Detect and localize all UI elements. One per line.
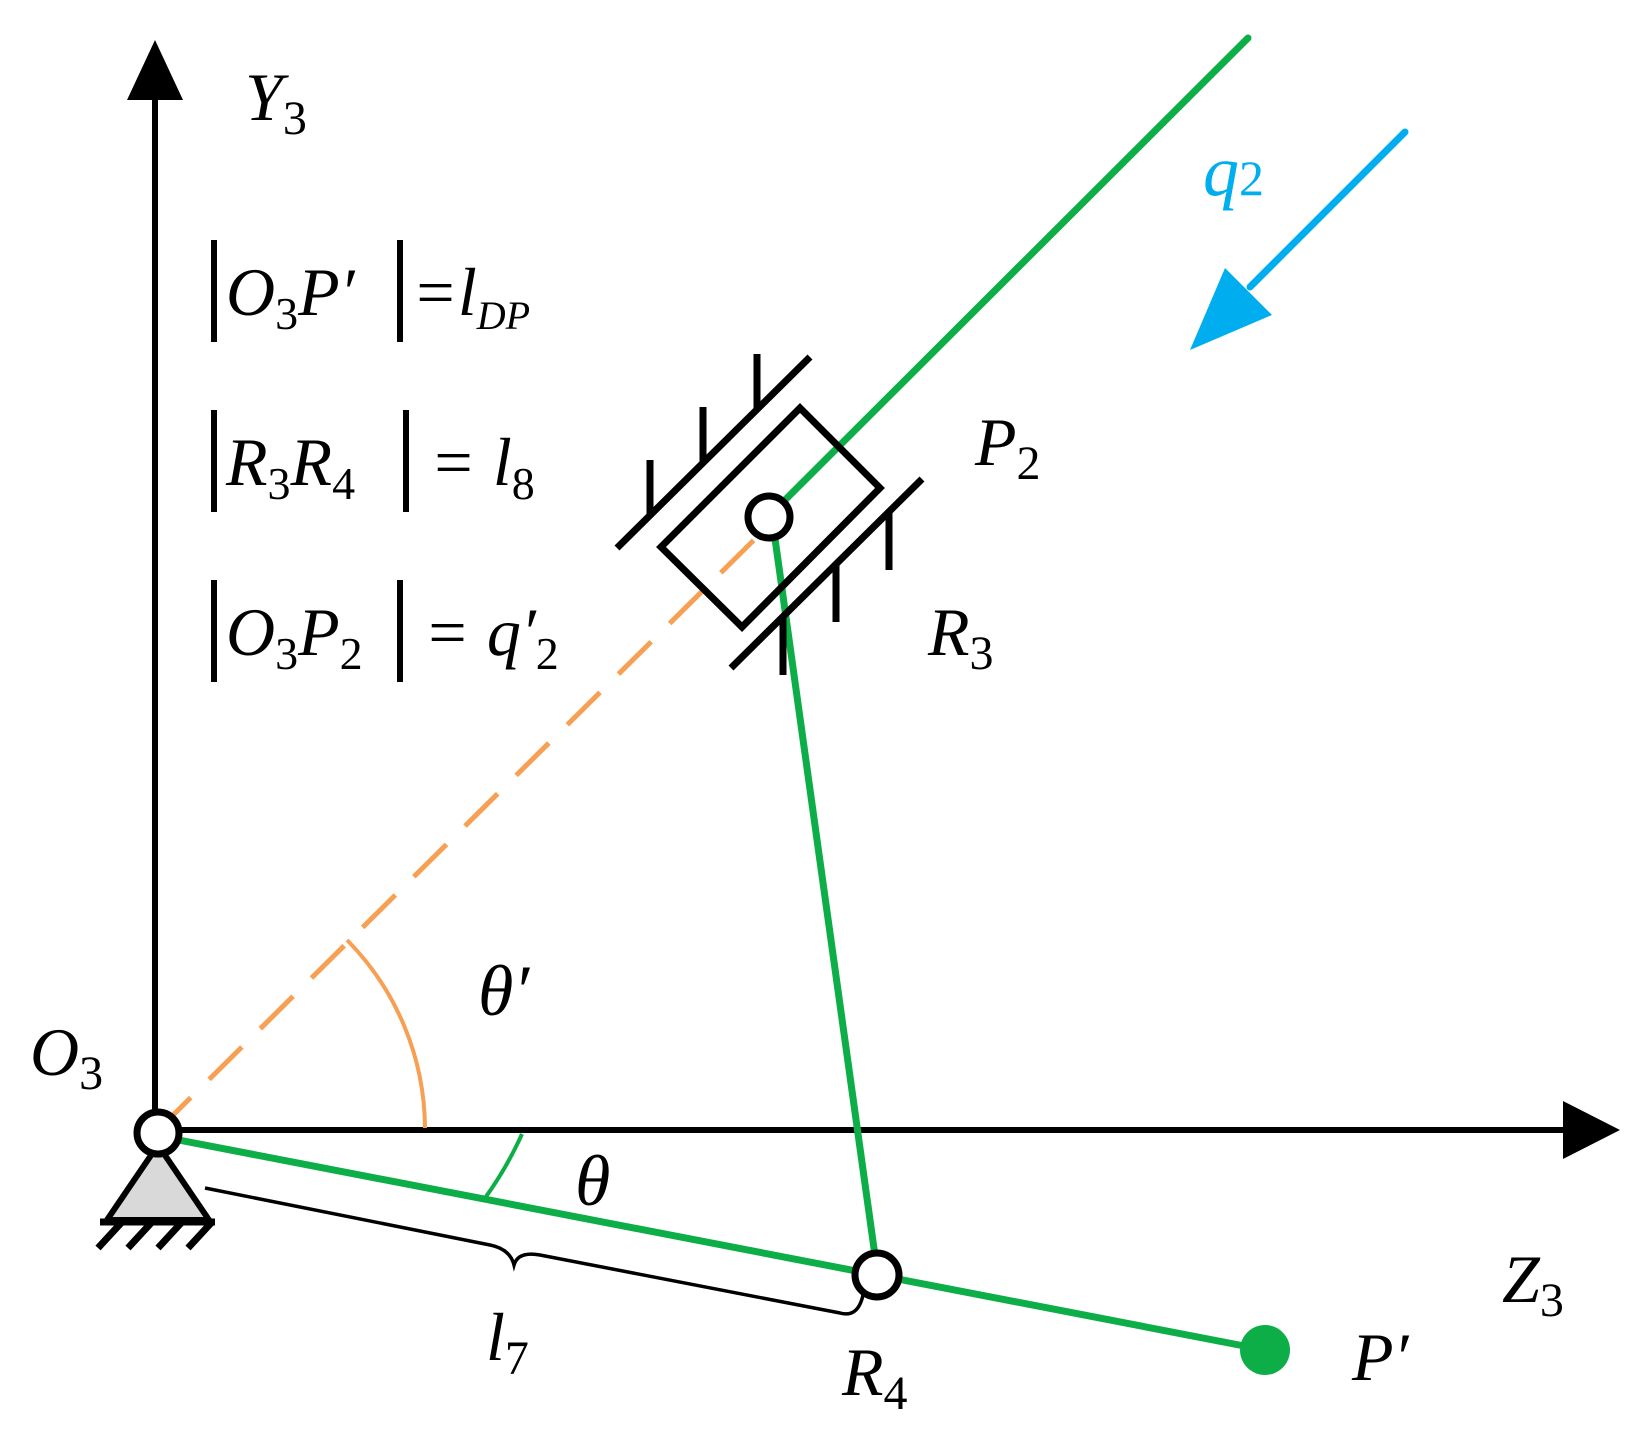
l7-label: l7: [486, 1299, 529, 1385]
theta-prime-label: θ′: [478, 951, 530, 1031]
theta-arc: [483, 1133, 524, 1200]
link-p2-r4: [768, 513, 881, 1274]
q2-arrow: [1190, 128, 1409, 350]
coordinate-axes: [127, 40, 1620, 1159]
svg-text:=lDP: =lDP: [412, 254, 530, 338]
formula-o3p-prime: O3P′ =lDP: [211, 240, 530, 342]
prismatic-guide: [614, 354, 925, 675]
svg-text:= l8: = l8: [430, 424, 535, 509]
point-p-prime: [1240, 1325, 1290, 1375]
z-axis-arrowhead: [1563, 1101, 1620, 1159]
theta-label: θ: [575, 1141, 610, 1221]
link-o3-p-prime: [154, 1132, 1269, 1354]
svg-text:O3P′: O3P′: [226, 254, 356, 339]
r4-label: R4: [841, 1334, 908, 1420]
r3-label: R3: [927, 594, 994, 680]
joint-p2: [744, 492, 794, 542]
guide-rail-upper: [614, 354, 813, 551]
joint-o3: [133, 1108, 183, 1158]
ground-support: [95, 1139, 215, 1251]
q2-arrowhead: [1190, 268, 1272, 350]
theta-prime-arc: [345, 938, 427, 1129]
p-prime-label: P′: [1351, 1319, 1410, 1395]
q2-label: q2: [1203, 131, 1264, 211]
formula-r3r4: R3R4 = l8: [211, 410, 535, 512]
origin-label: O3: [30, 1014, 103, 1100]
y-axis-arrowhead: [127, 40, 183, 100]
joint-r4: [851, 1249, 903, 1301]
svg-text:= q′2: = q′2: [424, 594, 559, 679]
y-axis-label: Y3: [245, 59, 307, 145]
slider-block: [656, 403, 885, 632]
prismatic-rod: [778, 34, 1252, 507]
svg-text:R3R4: R3R4: [225, 424, 355, 509]
formula-o3p2: O3P2 = q′2: [211, 580, 559, 682]
l7-dimension-brace: [204, 1186, 865, 1316]
p2-label: P2: [974, 404, 1041, 490]
guide-rail-lower: [728, 476, 925, 671]
z-axis-label: Z3: [1502, 1241, 1564, 1327]
svg-text:O3P2: O3P2: [226, 594, 363, 679]
